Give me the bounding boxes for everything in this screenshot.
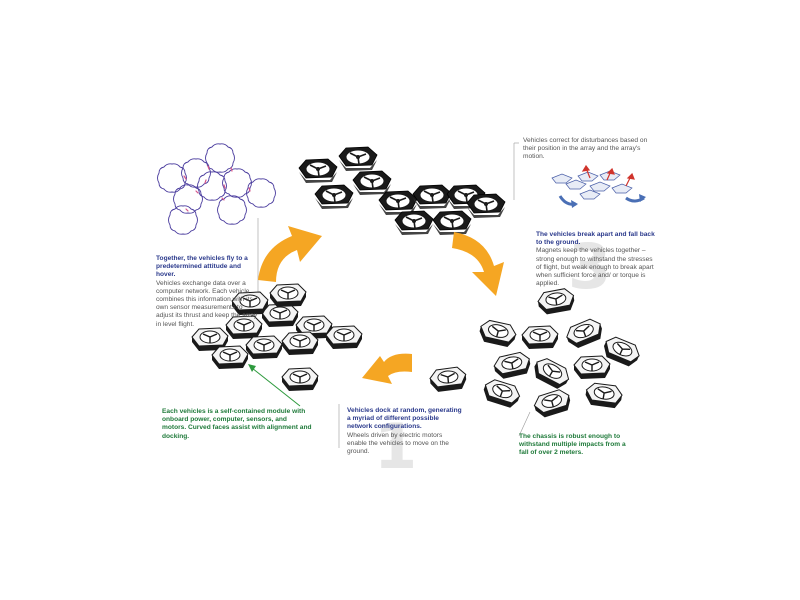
module-pointer-arrow	[251, 367, 301, 407]
chassis-leader-line	[518, 411, 531, 437]
flight-caption-heading: Together, the vehicles fly to a predeter…	[156, 255, 248, 279]
chassis-caption-heading: The chassis is robust enough to withstan…	[519, 433, 626, 457]
module-caption-heading: Each vehicles is a self-contained module…	[162, 408, 312, 440]
tilting-array-icon	[551, 164, 646, 208]
dock-caption-body: Wheels driven by electric motors enable …	[347, 431, 449, 456]
orange-cycle-arrow-icon	[258, 226, 504, 384]
breakapart-caption-heading: The vehicles break apart and fall back t…	[536, 231, 655, 247]
hexagon-network-icon	[157, 143, 276, 235]
breakapart-caption-body: Magnets keep the vehicles together – str…	[536, 247, 654, 288]
step-number-one: 1	[374, 410, 417, 483]
step-number-three: 3	[568, 230, 611, 303]
module-caption: Each vehicles is a self-contained module…	[162, 408, 312, 441]
falling-modules	[428, 286, 644, 420]
dock-caption: Vehicles dock at random, generating a my…	[347, 407, 463, 456]
flight-caption-body: Vehicles exchange data over a computer n…	[156, 279, 258, 328]
breakapart-caption: The vehicles break apart and fall back t…	[536, 231, 658, 288]
dock-caption-heading: Vehicles dock at random, generating a my…	[347, 407, 462, 431]
chassis-caption: The chassis is robust enough to withstan…	[519, 433, 633, 458]
flying-array-modules	[298, 146, 506, 236]
correction-caption: Vehicles correct for disturbances based …	[523, 137, 651, 162]
flight-caption: Together, the vehicles fly to a predeter…	[156, 255, 260, 329]
correction-caption-body: Vehicles correct for disturbances based …	[523, 137, 648, 161]
